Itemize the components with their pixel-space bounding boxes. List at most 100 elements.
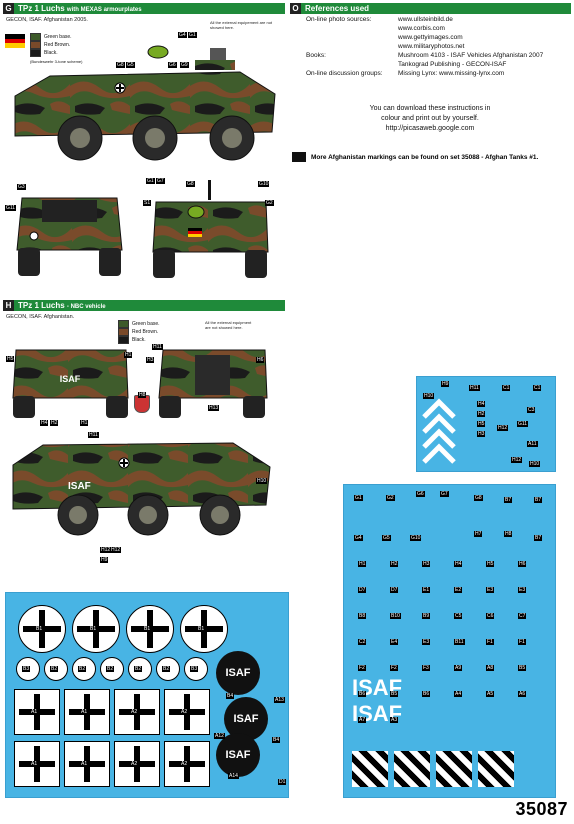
decal-label: F2 — [358, 665, 366, 671]
section-title: TPz 1 Luchs — [18, 4, 65, 13]
decal-label: A2 — [180, 709, 189, 715]
reference-link[interactable]: www.ullsteinbild.de — [398, 16, 453, 23]
decal-label: C3 — [527, 407, 536, 413]
vehicle-g-side-view — [14, 45, 276, 161]
hazard-stripe-decal — [394, 751, 430, 787]
decal-label: H5 — [477, 421, 486, 427]
decal-label: F3 — [422, 665, 430, 671]
german-flag-icon — [5, 34, 25, 48]
cross-decal: B1 — [18, 605, 66, 653]
reference-link[interactable]: www.militaryphotos.net — [398, 43, 465, 50]
decal-label: H12 — [497, 425, 509, 431]
vehicle-g-rear-view — [16, 197, 123, 276]
decal-label: G10 — [410, 535, 422, 541]
hazard-stripe-decal — [352, 751, 388, 787]
references-list: On-line photo sources:www.ullsteinbild.d… — [306, 16, 544, 77]
marking-tag: S1 — [143, 200, 152, 206]
decal-label: B10 — [390, 613, 401, 619]
small-cross-decal: B3 — [16, 657, 40, 681]
cross-decal: B1 — [180, 605, 228, 653]
decal-label: A7 — [358, 717, 367, 723]
decal-label: B11 — [454, 639, 465, 645]
decal-label: G2 — [386, 495, 395, 501]
decal-label: A2 — [130, 761, 139, 767]
marking-tag: H3 — [146, 357, 155, 363]
marking-tag: H4 — [40, 420, 49, 426]
marking-tag: G1 — [146, 178, 155, 184]
decal-label: B2 — [50, 666, 59, 672]
decal-label: F1 — [518, 639, 526, 645]
decal-label: G8 — [474, 495, 483, 501]
decal-label: C6 — [486, 613, 495, 619]
marking-tag: H2 — [50, 420, 59, 426]
decal-label: A1 — [30, 709, 39, 715]
download-link[interactable]: http://picasaweb.google.com — [385, 125, 475, 132]
reference-link[interactable]: www.corbis.com — [398, 25, 445, 32]
decal-label: A11 — [527, 441, 538, 447]
square-cross-decal: A1 — [14, 741, 60, 787]
marking-tag: G2 — [265, 200, 274, 206]
section-letter: G — [3, 3, 14, 14]
decal-label: G7 — [440, 491, 449, 497]
marking-tag: G8 — [116, 62, 125, 68]
decal-label: B9 — [422, 613, 431, 619]
decal-label: B2 — [78, 666, 87, 672]
marking-tag: H10 — [256, 478, 268, 484]
small-cross-decal: B2 — [100, 657, 124, 681]
decal-label: E3 — [486, 587, 495, 593]
decal-label: B3 — [190, 666, 199, 672]
marking-tag: H8 — [138, 392, 147, 398]
cross-decal: B1 — [72, 605, 120, 653]
svg-text:ISAF: ISAF — [60, 374, 81, 384]
square-cross-decal: A2 — [114, 741, 160, 787]
decal-label: B2 — [162, 666, 171, 672]
decal-label: A3 — [390, 717, 399, 723]
section-g-header: G TPz 1 Luchs with MEXAS armourplates — [3, 3, 285, 14]
marking-tag: G8 — [186, 181, 195, 187]
decal-label: H12 — [511, 457, 523, 463]
more-markings-note: More Afghanistan markings can be found o… — [292, 152, 538, 162]
hazard-stripe-decal — [436, 751, 472, 787]
decal-label: H4 — [477, 401, 486, 407]
decal-label: A8 — [486, 665, 495, 671]
decal-label: B3 — [22, 666, 31, 672]
decal-label: A2 — [130, 709, 139, 715]
section-subtitle: with MEXAS armourplates — [66, 7, 142, 13]
decal-label: C2 — [358, 639, 367, 645]
decal-label: A14 — [228, 773, 239, 779]
decal-label: A5 — [486, 691, 495, 697]
marking-tag: H12 — [110, 547, 122, 553]
marking-tag: G10 — [258, 181, 270, 187]
decal-label: E3 — [422, 639, 431, 645]
reference-link[interactable]: www.gettyimages.com — [398, 34, 463, 41]
marking-tag: H1 — [80, 420, 89, 426]
decal-label: H2 — [390, 561, 399, 567]
square-cross-decal: A1 — [14, 689, 60, 735]
decal-label: H5 — [486, 561, 495, 567]
decal-label: C1 — [502, 385, 511, 391]
product-code: 35087 — [515, 799, 568, 819]
decal-label: B5 — [518, 665, 527, 671]
decal-label: C5 — [454, 613, 463, 619]
black-square-icon — [292, 152, 306, 162]
marking-tag: H12 — [100, 547, 112, 553]
decal-label: H11 — [469, 385, 480, 391]
decal-label: D7 — [390, 587, 399, 593]
marking-tag: H11 — [152, 344, 163, 350]
decal-label: B2 — [106, 666, 115, 672]
decal-label: H2 — [477, 411, 486, 417]
section-title: TPz 1 Luchs — [18, 301, 65, 310]
decal-label: F2 — [390, 665, 398, 671]
isaf-decal: ISAF — [352, 675, 403, 700]
cross-decal: B1 — [126, 605, 174, 653]
hazard-stripe-decal — [478, 751, 514, 787]
square-cross-decal: A1 — [64, 741, 110, 787]
marking-tag: H5 — [6, 356, 15, 362]
german-flag-icon — [188, 228, 202, 237]
decal-label: C7 — [518, 613, 527, 619]
reference-link[interactable]: Missing Lynx: www.missing-lynx.com — [398, 70, 505, 77]
small-cross-decal: B2 — [156, 657, 180, 681]
marking-tag: G9 — [180, 62, 189, 68]
